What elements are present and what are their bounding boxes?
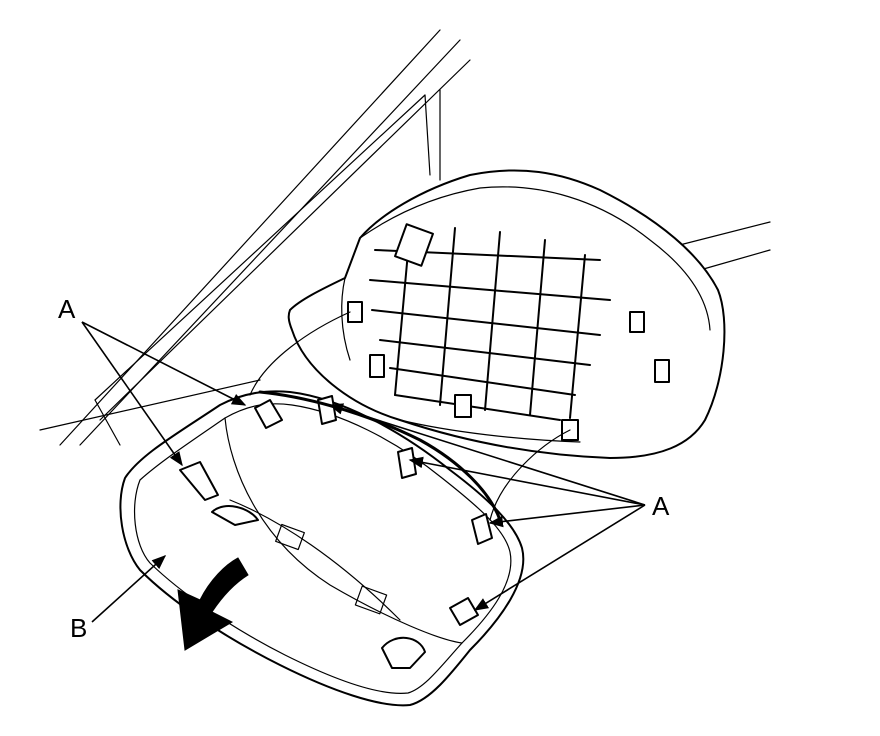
housing-slot-5 xyxy=(654,359,670,383)
clip-a-2 xyxy=(317,395,337,425)
cover-tab-2 xyxy=(354,585,388,615)
clip-label-left: A xyxy=(58,294,76,324)
callout-a-left: A xyxy=(58,294,247,467)
housing-slot-top xyxy=(394,223,434,267)
cover-tab-1 xyxy=(275,523,305,551)
cover-label: B xyxy=(70,613,87,643)
clip-label-right: A xyxy=(652,491,670,521)
housing-slot-2 xyxy=(454,394,472,418)
housing-slot-4 xyxy=(629,311,645,333)
retaining-clips xyxy=(254,390,502,545)
mirror-housing xyxy=(287,169,726,459)
cover-hook-1 xyxy=(211,505,259,526)
removal-direction-arrow xyxy=(177,557,249,651)
cover-clip-1 xyxy=(179,461,219,501)
housing-slot-1 xyxy=(369,354,385,378)
cover-hook-2 xyxy=(381,637,426,669)
clip-a-4 xyxy=(471,513,493,545)
callout-a-right: A xyxy=(328,403,670,611)
housing-slot-6 xyxy=(347,301,363,323)
callout-b: B xyxy=(70,555,167,643)
clip-a-3 xyxy=(397,447,417,479)
door-frame xyxy=(39,29,771,446)
cover-clip-2 xyxy=(449,597,479,626)
clip-a-1 xyxy=(254,399,283,429)
